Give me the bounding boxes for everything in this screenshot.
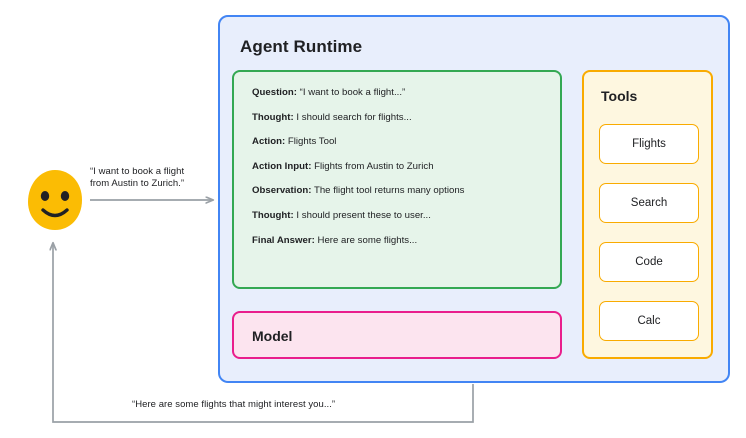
trace-line-key: Thought: bbox=[252, 111, 294, 123]
trace-line-value: The flight tool returns many options bbox=[313, 185, 465, 197]
model-box: Model bbox=[232, 311, 562, 359]
trace-line: Question: “I want to book a flight...” bbox=[252, 88, 544, 98]
trace-line-value: I should search for flights... bbox=[296, 111, 412, 123]
trace-line: Action: Flights Tool bbox=[252, 137, 544, 147]
trace-line: Thought: I should present these to user.… bbox=[252, 211, 544, 221]
response-caption: “Here are some flights that might intere… bbox=[132, 399, 336, 410]
trace-line-value: “I want to book a flight...” bbox=[299, 87, 406, 98]
trace-line-value: Here are some flights... bbox=[317, 234, 418, 246]
trace-line-key: Action: bbox=[252, 136, 286, 148]
tool-button-calc[interactable]: Calc bbox=[599, 301, 699, 341]
trace-line: Action Input: Flights from Austin to Zur… bbox=[252, 160, 544, 172]
react-trace-panel: Question: “I want to book a flight...” T… bbox=[232, 70, 562, 289]
trace-line-key: Action Input: bbox=[252, 160, 312, 172]
tools-panel: Tools Flights Search Code Calc bbox=[582, 70, 713, 359]
trace-line-value: Flights from Austin to Zurich bbox=[314, 160, 434, 172]
trace-line-value: Flights Tool bbox=[287, 136, 337, 148]
model-label: Model bbox=[252, 328, 293, 344]
trace-line: Observation: The flight tool returns man… bbox=[252, 186, 544, 196]
trace-line-key: Observation: bbox=[252, 185, 312, 197]
user-avatar-emoji-icon bbox=[28, 170, 82, 230]
tool-button-flights[interactable]: Flights bbox=[599, 124, 699, 164]
agent-runtime-title: Agent Runtime bbox=[240, 37, 363, 56]
trace-line: Thought: I should search for flights... bbox=[252, 111, 544, 123]
trace-line-value: I should present these to user... bbox=[296, 209, 431, 221]
trace-line-key: Final Answer: bbox=[252, 234, 315, 246]
trace-line: Final Answer: Here are some flights... bbox=[252, 234, 544, 246]
tools-panel-title: Tools bbox=[601, 88, 638, 104]
request-caption: “I want to book a flight from Austin to … bbox=[90, 166, 185, 189]
trace-line-key: Question: bbox=[252, 87, 297, 98]
tool-button-code[interactable]: Code bbox=[599, 242, 699, 282]
tool-button-search[interactable]: Search bbox=[599, 183, 699, 223]
trace-line-key: Thought: bbox=[252, 209, 294, 221]
